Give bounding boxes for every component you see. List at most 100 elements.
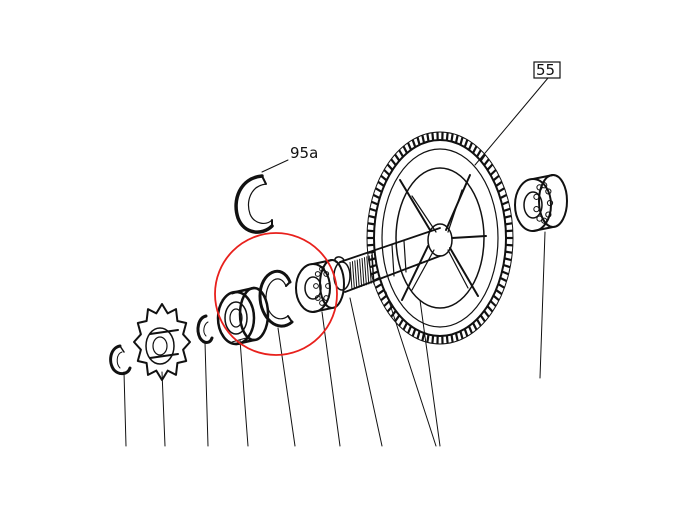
gear-tooth [416, 136, 421, 146]
circlip-front [109, 344, 132, 376]
bearing-balls [313, 266, 331, 306]
gear-tooth [394, 153, 401, 162]
gear-tooth [402, 145, 408, 154]
gear-tooth [377, 180, 385, 187]
gear-tooth [386, 163, 394, 171]
gear-tooth [390, 158, 397, 166]
large-gear [366, 131, 514, 345]
gear-tooth [479, 314, 486, 323]
bearing-ball [319, 300, 325, 306]
gear-tooth [368, 214, 376, 219]
snap-ring-95a [234, 174, 274, 234]
gear-tooth [450, 334, 454, 343]
gear-tooth [475, 318, 482, 327]
gear-tooth [398, 149, 405, 158]
gear-tooth [459, 330, 464, 340]
bearing-ball [545, 211, 552, 218]
gear-tooth [495, 180, 503, 187]
gear-tooth [369, 207, 377, 213]
gear-tooth [463, 328, 469, 337]
gear-tooth [505, 250, 513, 254]
gear-tooth [501, 200, 510, 206]
gear-tooth [472, 145, 478, 154]
gear-tooth [445, 132, 449, 141]
leader-95a [261, 159, 289, 173]
gear-tooth [467, 325, 474, 334]
gear-tooth [402, 322, 408, 331]
gear-tooth [489, 169, 497, 176]
right-ball-bearing [514, 174, 568, 232]
gear-tooth [367, 222, 375, 226]
callout-95a-label: 95a [290, 144, 318, 162]
gear-tooth [479, 153, 486, 162]
gear-tooth [431, 132, 435, 141]
gear-tooth [486, 305, 494, 313]
bearing-ball [323, 271, 330, 277]
gear-tooth [497, 187, 506, 193]
gear-tooth [504, 257, 512, 262]
bearing-ball [541, 182, 548, 189]
gear-tooth [503, 263, 511, 269]
sprocket [133, 303, 191, 381]
gear-tooth [503, 207, 511, 213]
gear-tooth [454, 134, 459, 144]
main-shaft [333, 227, 441, 293]
bearing-ball [314, 295, 321, 301]
gear-tooth [483, 158, 490, 166]
bearing-ball [546, 199, 554, 207]
gear-tooth [411, 139, 417, 148]
gear-tooth [411, 328, 417, 337]
gear-tooth [505, 229, 513, 233]
bearing-ball [314, 271, 321, 277]
spline-line [349, 261, 353, 291]
gear-tooth [505, 222, 513, 226]
gear-tooth [380, 294, 388, 302]
circlip-small [196, 314, 214, 344]
spline-line [371, 254, 375, 283]
gear-tooth [383, 169, 391, 176]
gear-tooth [421, 332, 426, 342]
gear-tooth [489, 300, 497, 307]
spline-line [359, 258, 363, 287]
gear-tooth [394, 314, 401, 323]
gear-tooth [495, 289, 503, 296]
highlight-circle [214, 232, 338, 356]
spline-line [356, 259, 360, 288]
spline-line [366, 256, 370, 285]
bearing-ball [313, 283, 319, 289]
gear-tooth [426, 334, 430, 343]
gear-tooth [377, 289, 385, 296]
leader-top-right [474, 77, 549, 166]
sealed-bearing [216, 286, 270, 346]
gear-tooth [406, 142, 413, 151]
gear-tooth [383, 300, 391, 307]
bearing-balls [533, 182, 554, 224]
gear-tooth [426, 133, 430, 142]
spline-line [354, 260, 358, 289]
spline-line [351, 261, 355, 290]
bearing-ball [545, 188, 552, 195]
gear-tooth [386, 305, 394, 313]
gear-tooth [497, 283, 506, 289]
gear-tooth [486, 163, 494, 171]
bearing-ball [323, 295, 330, 301]
gear-tooth [505, 243, 513, 247]
callout-top-right-box: 55 [533, 61, 561, 79]
spline-line [363, 257, 367, 286]
gear-tooth [499, 276, 508, 283]
gear-tooth [492, 174, 500, 182]
bearing-ball [325, 283, 331, 289]
spline-line [368, 255, 372, 284]
gear-teeth [366, 131, 514, 345]
reference-lines [123, 231, 546, 447]
gear-tooth [445, 335, 449, 344]
gear-tooth [367, 243, 375, 247]
gear-tooth [374, 283, 383, 289]
gear-tooth [398, 318, 405, 327]
gear-tooth [472, 322, 478, 331]
gear-tooth [416, 330, 421, 340]
gear-tooth [467, 142, 474, 151]
inner-ball-bearing [295, 259, 345, 313]
gear-tooth [374, 187, 383, 193]
bearing-ball [319, 266, 325, 272]
